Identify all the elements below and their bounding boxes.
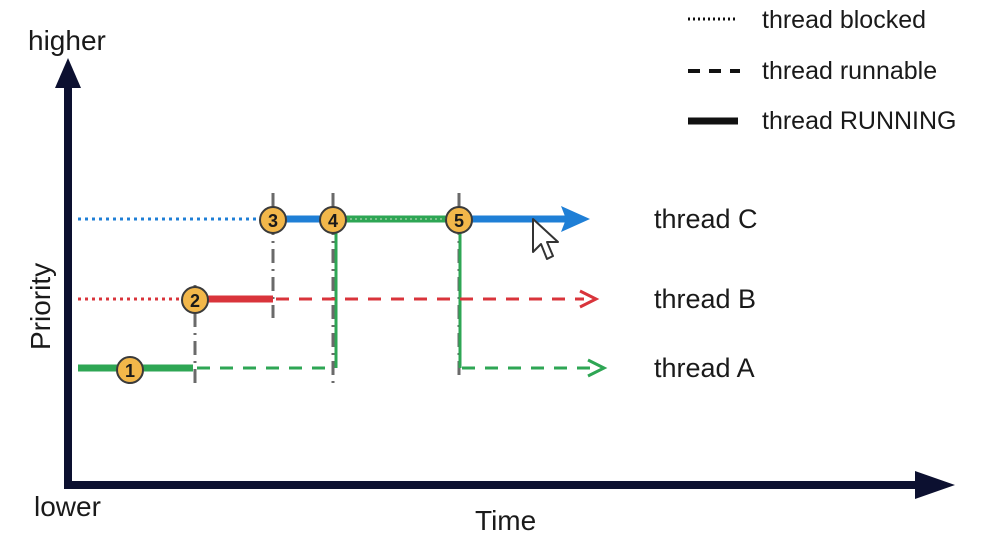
legend-label-runnable: thread runnable bbox=[762, 57, 937, 85]
y-axis-top-label: higher bbox=[28, 25, 106, 56]
event-marker-4-label: 4 bbox=[328, 211, 338, 231]
thread-b-label: thread B bbox=[654, 284, 756, 314]
legend-label-running: thread RUNNING bbox=[762, 107, 957, 135]
event-marker-1-label: 1 bbox=[125, 361, 135, 381]
legend-label-blocked: thread blocked bbox=[762, 6, 926, 34]
event-marker-5-label: 5 bbox=[454, 211, 464, 231]
event-marker-2-label: 2 bbox=[190, 291, 200, 311]
y-axis bbox=[55, 58, 81, 485]
y-axis-title: Priority bbox=[25, 263, 56, 350]
legend: thread blocked thread runnable thread RU… bbox=[688, 6, 957, 135]
y-axis-bottom-label: lower bbox=[34, 491, 101, 522]
y-axis-arrowhead bbox=[55, 58, 81, 88]
event-marker-3: 3 bbox=[259, 206, 287, 234]
event-marker-3-label: 3 bbox=[268, 211, 278, 231]
x-axis-title: Time bbox=[475, 505, 536, 534]
event-marker-4: 4 bbox=[319, 206, 347, 234]
mouse-pointer-icon bbox=[532, 218, 559, 260]
x-axis bbox=[64, 471, 955, 499]
x-axis-arrowhead bbox=[915, 471, 955, 499]
legend-item-runnable: thread runnable bbox=[688, 57, 937, 85]
legend-item-running: thread RUNNING bbox=[688, 107, 957, 135]
thread-c-arrowhead bbox=[561, 206, 590, 232]
thread-c-label: thread C bbox=[654, 204, 758, 234]
thread-b-timeline bbox=[78, 289, 600, 309]
legend-item-blocked: thread blocked bbox=[688, 6, 926, 34]
thread-a-label: thread A bbox=[654, 353, 755, 383]
event-marker-1: 1 bbox=[116, 356, 144, 384]
event-marker-2: 2 bbox=[181, 286, 209, 314]
event-marker-5: 5 bbox=[445, 206, 473, 234]
thread-b-arrowhead bbox=[579, 289, 600, 309]
thread-a-arrowhead bbox=[587, 358, 608, 378]
